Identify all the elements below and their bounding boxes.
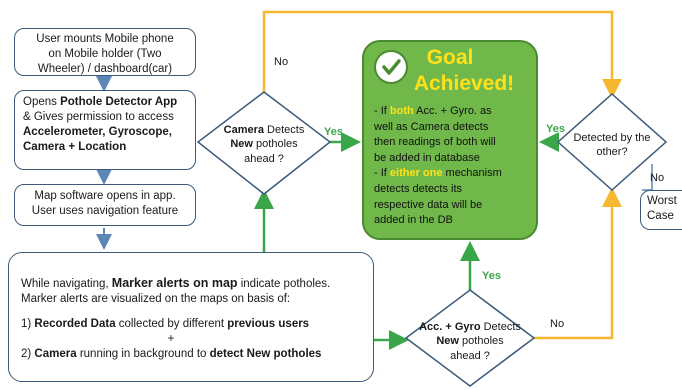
goal-b6: detects detects its — [374, 183, 463, 196]
step-mount-line1: User mounts Mobile phone — [36, 33, 174, 45]
label-other-no: No — [650, 172, 665, 184]
step-open-app: Opens Pothole Detector App & Gives permi… — [14, 90, 196, 170]
goal-either-one: either one — [389, 167, 443, 180]
step-navigating-markers: While navigating, Marker alerts on map i… — [8, 252, 374, 382]
acc-ahead: ahead ? — [450, 349, 490, 362]
nav-plus: + — [167, 332, 175, 345]
goal-b1-post: Acc. + Gyro. as — [413, 105, 492, 117]
step-map-software: Map software opens in app. User uses nav… — [14, 184, 196, 226]
goal-subtitle: Achieved! — [413, 72, 515, 95]
nav-l4-pre: 2) — [21, 347, 35, 360]
goal-both: both — [389, 105, 414, 117]
nav-l1-pre: While navigating, — [21, 278, 112, 290]
goal-b7: respective data will be — [374, 198, 483, 211]
step-open-app-name: Pothole Detector App — [60, 96, 178, 108]
step-open-sensors: Accelerometer, Gyroscope, — [23, 125, 172, 138]
step-mount-line2: on Mobile holder (Two — [48, 47, 162, 60]
goal-title: Goal — [426, 46, 474, 69]
goal-b8: added in the DB — [374, 214, 453, 227]
arrow-acc-no-to-other — [528, 187, 622, 340]
label-acc-no: No — [550, 318, 565, 330]
step-open-camera-location: Camera + Location — [23, 140, 127, 153]
camera-new: New — [230, 138, 253, 151]
worst-case-box: Worst Case — [640, 190, 682, 230]
nav-camera: Camera — [34, 347, 77, 360]
nav-detect-new: detect New potholes — [209, 347, 322, 360]
goal-b5-post: mechanism — [442, 167, 502, 180]
camera-potholes: potholes — [252, 138, 298, 151]
nav-marker-alerts: Marker alerts on map — [111, 276, 238, 290]
decision-acc-diamond — [404, 289, 536, 387]
nav-l2: Marker alerts are visualized on the maps… — [21, 292, 291, 305]
camera-ahead: ahead ? — [244, 152, 284, 165]
worst-line2: Case — [647, 209, 674, 222]
goal-b1-pre: - If — [374, 105, 390, 117]
decision-camera-text: Camera Detects New potholes ahead ? — [210, 123, 318, 166]
acc-detects: Detects — [480, 321, 521, 333]
nav-l1-post: indicate potholes. — [237, 278, 331, 290]
decision-other-text: Detected by the other? — [560, 131, 664, 160]
nav-l4-mid: running in background to — [76, 347, 210, 360]
goal-description: - If both Acc. + Gyro. as well as Camera… — [374, 104, 534, 229]
acc-potholes: potholes — [458, 335, 504, 348]
decision-acc-text: Acc. + Gyro Detects New potholes ahead ? — [416, 320, 524, 363]
checkmark-icon — [376, 52, 406, 82]
worst-line1: Worst — [647, 195, 677, 207]
goal-b4: be added in database — [374, 151, 480, 164]
label-camera-yes: Yes — [324, 126, 343, 138]
label-other-yes: Yes — [546, 123, 565, 135]
step-mount-line3: Wheeler) / dashboard(car) — [37, 62, 173, 75]
step-open-line1-pre: Opens — [23, 96, 61, 108]
other-line1: Detected by the — [573, 132, 651, 144]
decision-camera-diamond — [196, 91, 332, 195]
camera-detects: Detects — [264, 124, 305, 136]
goal-b3: then readings of both will — [374, 136, 496, 149]
nav-l3-mid: collected by different — [115, 317, 228, 330]
label-acc-yes: Yes — [482, 270, 501, 282]
step-open-line2: & Gives permission to access — [23, 110, 174, 123]
nav-recorded-data: Recorded Data — [34, 317, 116, 330]
camera-word: Camera — [223, 124, 264, 136]
arrow-camera-no-to-other — [262, 10, 622, 99]
decision-other-diamond — [556, 92, 668, 192]
goal-b2: well as Camera detects — [374, 120, 489, 133]
nav-previous-users: previous users — [227, 317, 310, 330]
step-map-line1: Map software opens in app. — [34, 190, 176, 202]
goal-b5-pre: - If — [374, 167, 390, 180]
step-map-line2: User uses navigation feature — [31, 204, 179, 217]
nav-l3-pre: 1) — [21, 317, 35, 330]
step-mount-phone: User mounts Mobile phone on Mobile holde… — [14, 28, 196, 76]
other-line2: other? — [596, 146, 628, 159]
acc-new: New — [436, 335, 459, 348]
acc-gyro: Acc. + Gyro — [419, 321, 481, 333]
goal-achieved-box: Goal Achieved! - If both Acc. + Gyro. as… — [362, 40, 538, 240]
label-camera-no: No — [274, 56, 289, 68]
